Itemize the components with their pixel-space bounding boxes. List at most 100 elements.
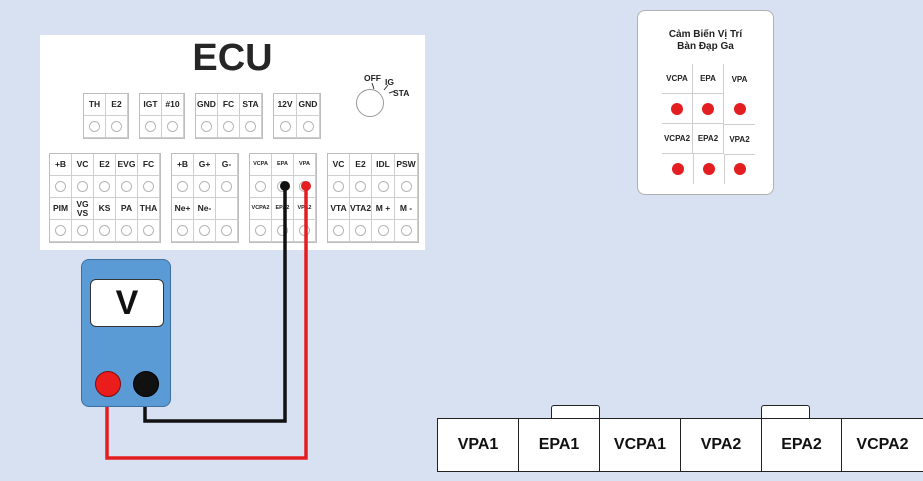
pin-socket[interactable] [395,176,418,198]
pin-label: EVG [116,154,138,176]
pin-socket[interactable] [395,220,418,242]
pin-label: VTA [328,198,350,220]
pin-socket[interactable] [94,220,116,242]
pin-socket[interactable] [250,176,272,198]
pin-socket[interactable] [116,176,138,198]
pin-socket[interactable] [50,176,72,198]
connector-latch [551,405,600,419]
pin-socket[interactable] [84,116,106,138]
pin-label: M - [395,198,418,220]
ignition-ticks [371,82,396,94]
pin-label: VPA [294,154,316,176]
pin-socket[interactable] [50,220,72,242]
pin-label: GND [196,94,218,116]
pin-socket[interactable] [116,220,138,242]
sensor-pin[interactable] [662,94,693,124]
connector-latch [761,405,810,419]
sensor-pin-label: EPA [693,64,724,94]
pin-socket[interactable] [216,176,238,198]
pin-socket[interactable] [172,220,194,242]
pin-socket[interactable] [216,220,238,242]
sensor-pin[interactable] [693,154,725,184]
pin-socket[interactable] [72,176,94,198]
black-probe-jack[interactable] [133,371,159,397]
pin-socket[interactable] [138,220,160,242]
ecu-top-group-1: TH E2 [83,93,129,139]
ecu-top-group-2: IGT #10 [139,93,185,139]
pin-label: VG VS [72,198,94,220]
pin-socket[interactable] [328,220,350,242]
sensor-title-line1: Cảm Biến Vị Trí [668,29,743,40]
sensor-pin-label: EPA2 [693,124,724,154]
pin-socket[interactable] [297,116,320,138]
pin-label: FC [218,94,240,116]
pin-socket[interactable] [140,116,162,138]
pin-label: #10 [162,94,184,116]
pin-socket[interactable] [274,116,297,138]
pin-socket[interactable] [138,176,160,198]
pin-socket[interactable] [196,116,218,138]
sensor-pin[interactable] [693,94,724,124]
pin-label: +B [50,154,72,176]
pin-label: TH [84,94,106,116]
red-probe-jack[interactable] [95,371,121,397]
pin-socket[interactable] [350,220,372,242]
pin-label: E2 [106,94,128,116]
pin-socket[interactable] [94,176,116,198]
pin-label: VC [72,154,94,176]
pin-label: VC [328,154,350,176]
connector-pin[interactable]: VPA1 [438,419,519,471]
pin-socket[interactable] [72,220,94,242]
pin-label: 12V [274,94,297,116]
ignition-ig-label: IG [385,77,394,87]
pin-socket[interactable] [350,176,372,198]
pin-socket[interactable] [106,116,128,138]
pin-label: VTA2 [350,198,372,220]
pin-socket[interactable] [194,220,216,242]
red-probe-tip [301,181,311,191]
pin-label: Ne+ [172,198,194,220]
connector-pin[interactable]: EPA1 [519,419,600,471]
pin-label: EPA [272,154,294,176]
pin-socket[interactable] [172,176,194,198]
ignition-off-label: OFF [364,73,381,83]
sensor-pin-label: VPA [731,74,748,84]
pin-label: M + [372,198,395,220]
connector-pin[interactable]: VPA2 [681,419,762,471]
pin-label: STA [240,94,262,116]
pedal-sensor-panel: Cảm Biến Vị Trí Bàn Đạp Ga VCPA EPA VPA … [637,10,774,195]
voltmeter-display: V [90,279,164,327]
pin-socket[interactable] [372,176,395,198]
sensor-pin[interactable] [724,154,755,184]
pin-socket[interactable] [240,116,262,138]
pin-label: IGT [140,94,162,116]
sensor-pin[interactable] [662,154,694,184]
pin-label: E2 [94,154,116,176]
pin-label: G+ [194,154,216,176]
connector-pin[interactable]: EPA2 [762,419,842,471]
pin-socket[interactable] [328,176,350,198]
ecu-top-group-3: GND FC STA [195,93,263,139]
sensor-pin-label: VPA2 [724,124,755,155]
pin-label: EPA2 [272,198,294,220]
pin-socket[interactable] [194,176,216,198]
pin-socket[interactable] [250,220,272,242]
sensor-pin-label: VCPA [662,64,693,94]
connector-pin[interactable]: VCPA2 [856,436,909,453]
pin-label: IDL [372,154,395,176]
connector-pin[interactable]: VCPA1 [600,419,681,471]
pin-label: G- [216,154,238,176]
pin-socket[interactable] [218,116,240,138]
pin-socket[interactable] [162,116,184,138]
ignition-switch[interactable] [356,89,384,117]
pin-label: FC [138,154,160,176]
black-probe-tip [280,181,290,191]
ignition-sta-label: STA [393,88,410,98]
pin-socket[interactable] [272,220,294,242]
voltmeter: V [81,259,171,407]
pin-label: VCPA2 [250,198,272,220]
pin-socket[interactable] [372,220,395,242]
sensor-pin[interactable] [724,94,755,125]
pin-label: E2 [350,154,372,176]
pin-label [216,198,238,220]
